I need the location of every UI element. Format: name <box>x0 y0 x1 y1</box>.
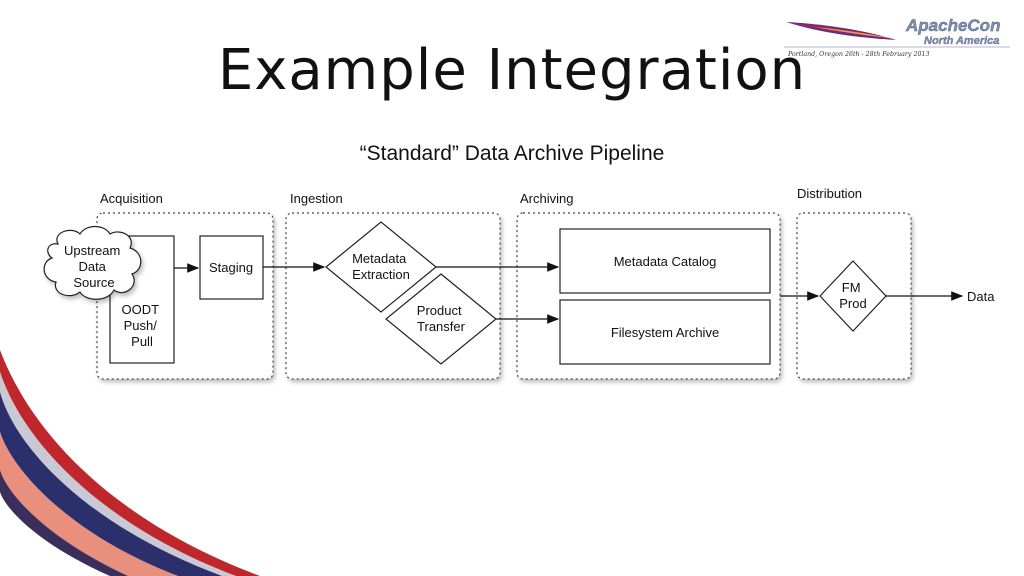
metadata-extraction-label: Metadata Extraction <box>352 251 410 282</box>
swoosh-salmon-stripe <box>0 432 178 576</box>
filesystem-archive-label: Filesystem Archive <box>611 325 719 340</box>
stage-label-distribution: Distribution <box>797 186 862 201</box>
logo-line2: North America <box>924 35 999 47</box>
slide-title: Example Integration <box>217 38 807 103</box>
swoosh-dark-stripe <box>0 470 128 576</box>
stage-label-acquisition: Acquisition <box>100 191 163 206</box>
upstream-cloud-shape <box>43 225 142 300</box>
apachecon-logo: ApacheCon North America Portland, Oregon… <box>784 16 1010 58</box>
stage-label-ingestion: Ingestion <box>290 191 343 206</box>
product-transfer-label: Product Transfer <box>417 303 466 334</box>
logo-line1: ApacheCon <box>905 16 1000 35</box>
stage-label-archiving: Archiving <box>520 191 573 206</box>
metadata-catalog-label: Metadata Catalog <box>614 254 717 269</box>
metadata-extraction-diamond <box>325 221 437 313</box>
filesystem-archive-box <box>559 299 771 365</box>
product-transfer-diamond <box>385 273 497 365</box>
data-output-label: Data <box>967 289 995 304</box>
slide-subtitle: “Standard” Data Archive Pipeline <box>359 142 665 165</box>
fm-prod-diamond <box>819 260 887 332</box>
fm-prod-label: FM Prod <box>839 280 866 311</box>
staging-label: Staging <box>209 260 253 275</box>
staging-box <box>199 235 264 300</box>
logo-tagline: Portland, Oregon 26th - 28th February 20… <box>787 51 929 58</box>
metadata-catalog-box <box>559 228 771 294</box>
swoosh-navy-stripe <box>0 392 222 576</box>
oodt-label: OODT Push/ Pull <box>122 302 163 349</box>
upstream-data-source-label: Upstream Data Source <box>64 243 124 290</box>
